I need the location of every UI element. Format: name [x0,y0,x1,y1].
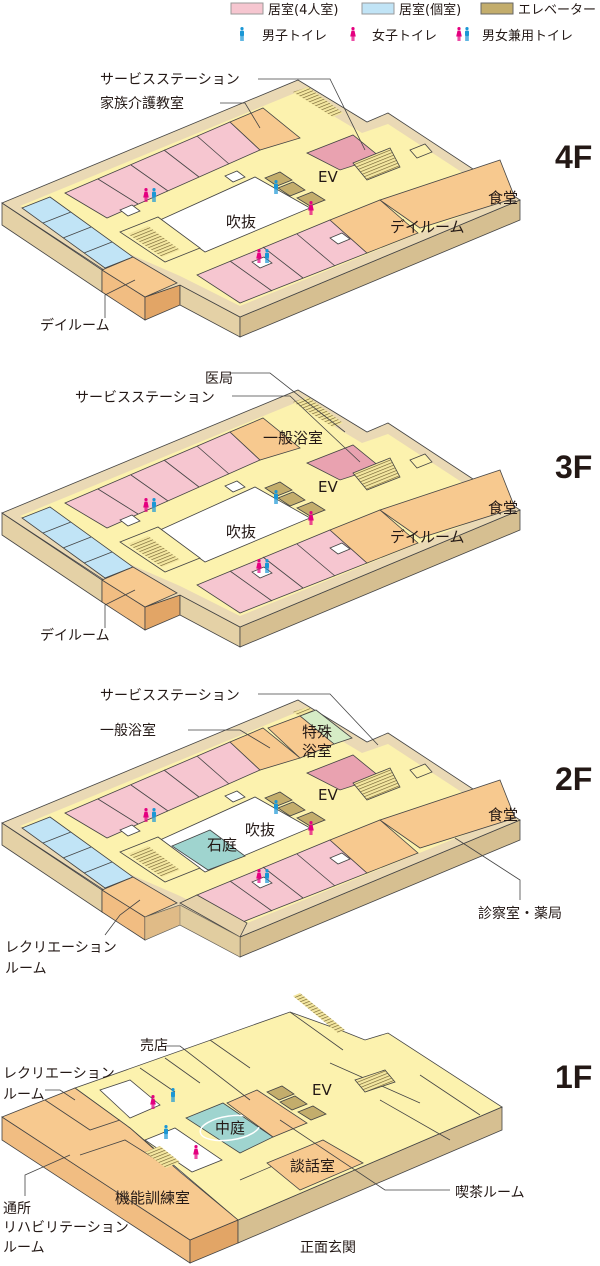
label-ev: EV [318,786,338,804]
legend: 居室(4人室) 居室(個室) エレベーター 男子トイレ 女子トイレ 男女兼用トイ… [230,2,596,44]
label-special-bath-line1: 特殊 [302,723,332,741]
label-bath: 一般浴室 [100,722,156,739]
label-service-station: サービスステーション [100,688,240,704]
label-lounge: 談話室 [290,1157,335,1175]
label-dining: 食堂 [488,189,518,207]
male-toilet-icon [240,27,244,41]
floor-1f[interactable]: 売店 レクリエーション ルーム EV 中庭 談話室 喫茶ルーム 通所 リハビリテ… [1,993,592,1264]
floor-label-3f: 3F [555,449,592,485]
label-shop: 売店 [140,1038,168,1054]
legend-swatch-elevator [480,2,514,15]
label-ev: EV [312,1081,332,1099]
floor-label-4f: 4F [555,139,592,175]
legend-label-male: 男子トイレ [262,29,327,44]
label-family-care-room: 家族介護教室 [100,95,184,112]
label-rehab-line3: ルーム [3,1240,45,1256]
label-rehab-line2: リハビリテーション [3,1220,129,1236]
label-medical-office: 医局 [205,371,233,387]
label-atrium: 吹抜 [226,523,256,541]
unisex-toilet-icon [456,27,462,41]
label-clinic-pharmacy: 診察室・薬局 [478,905,562,922]
label-day-room-left: デイルーム [40,317,110,334]
label-ev: EV [318,168,338,186]
label-service-station: サービスステーション [100,72,240,88]
legend-label-unisex: 男女兼用トイレ [482,28,573,44]
floor-label-2f: 2F [555,761,592,797]
label-ev: EV [318,478,338,496]
floor-3f-plan [1,389,521,648]
label-recreation-line2: ルーム [5,961,47,977]
legend-label-female: 女子トイレ [372,28,437,44]
legend-label-4bed: 居室(4人室) [268,2,338,18]
label-recreation-line1: レクリエーション [5,940,117,956]
floor-label-1f: 1F [555,1059,592,1095]
label-recreation-line2: ルーム [3,1087,45,1103]
label-bath: 一般浴室 [263,429,323,447]
label-atrium: 吹抜 [245,821,275,839]
female-toilet-icon [350,27,356,41]
label-rehab-line1: 通所 [3,1201,31,1217]
label-training-room: 機能訓練室 [115,1189,190,1207]
floor-4f-plan [1,79,521,338]
unisex-toilet-icon-male [465,27,469,41]
legend-label-elevator: エレベーター [518,3,596,18]
label-courtyard: 中庭 [215,1119,245,1137]
floor-3f[interactable]: 医局 サービスステーション 一般浴室 デイルーム 吹抜 EV 食堂 デイルーム … [1,371,592,648]
label-dining: 食堂 [488,499,518,517]
label-dining: 食堂 [488,806,518,824]
label-cafe: 喫茶ルーム [455,1185,525,1201]
label-special-bath-line2: 浴室 [302,742,332,760]
stone-garden [171,829,246,871]
label-main-entrance: 正面玄関 [300,1239,356,1256]
label-atrium: 吹抜 [226,213,256,231]
legend-label-private: 居室(個室) [399,2,461,18]
label-day-room-left: デイルーム [40,627,110,644]
label-day-room-right: デイルーム [390,218,465,236]
label-day-room-right: デイルーム [390,528,465,546]
floor-4f[interactable]: サービスステーション 家族介護教室 デイルーム 吹抜 EV 食堂 デイルーム 4… [1,72,592,338]
legend-swatch-4bed [230,2,264,15]
label-stone-garden: 石庭 [207,836,237,854]
floor-2f[interactable]: サービスステーション 一般浴室 特殊 浴室 吹抜 石庭 EV 食堂 診察室・薬局… [1,688,592,977]
legend-swatch-private [361,2,395,15]
label-service-station: サービスステーション [75,390,215,406]
label-recreation-line1: レクリエーション [3,1066,115,1082]
